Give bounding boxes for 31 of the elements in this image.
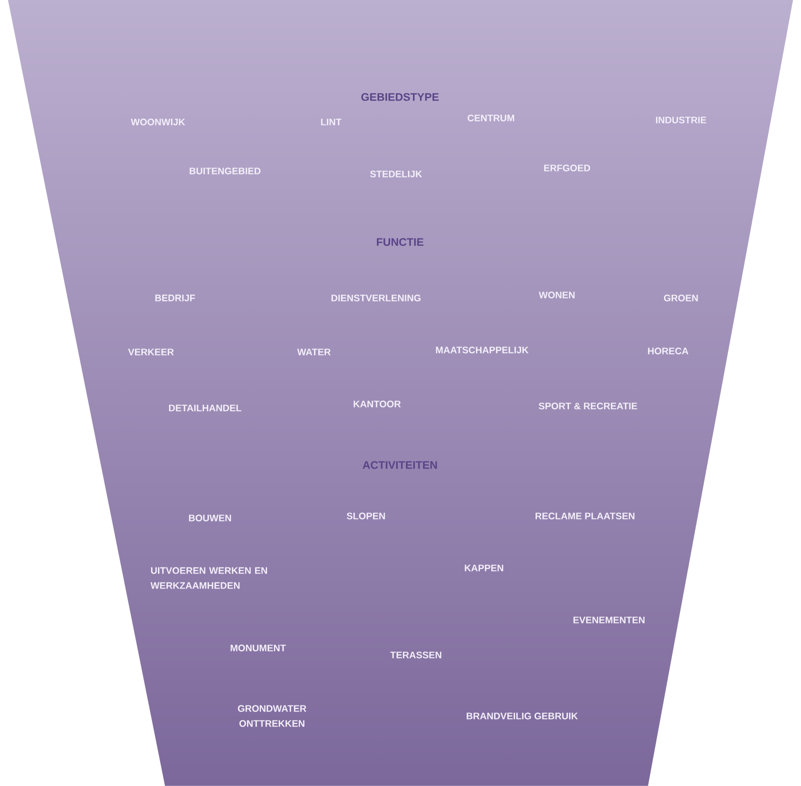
category-label: BOUWEN	[189, 514, 231, 522]
section-heading: GEBIEDSTYPE	[361, 93, 439, 101]
category-label: BUITENGEBIED	[190, 168, 260, 174]
section-heading: FUNCTIE	[376, 238, 424, 246]
category-label: WATER	[297, 348, 331, 356]
category-label: ERFGOED	[544, 164, 590, 172]
category-label: KANTOOR	[354, 400, 401, 408]
category-label: WONEN	[538, 292, 575, 298]
category-label: KAPPEN	[464, 564, 504, 572]
category-label: DIENSTVERLENING	[332, 294, 421, 302]
category-label: HORECA	[648, 348, 688, 354]
category-label: VERKEER	[128, 348, 174, 356]
category-label: UITVOEREN WERKEN EN WERKZAAMHEDEN	[150, 567, 268, 589]
category-label: SPORT & RECREATIE	[538, 402, 638, 410]
category-label: SLOPEN	[346, 512, 385, 520]
category-label: LINT	[321, 118, 342, 126]
category-label: GRONDWATER ONTTREKKEN	[238, 705, 306, 727]
category-label: BRANDVEILIG GEBRUIK	[466, 712, 578, 720]
category-label: MONUMENT	[230, 644, 286, 652]
category-label: CENTRUM	[468, 114, 514, 122]
category-label: EVENEMENTEN	[574, 616, 645, 624]
category-label: INDUSTRIE	[656, 116, 706, 124]
category-label: RECLAME PLAATSEN	[536, 512, 634, 520]
category-label: DETAILHANDEL	[169, 404, 242, 412]
category-label: TERASSEN	[390, 652, 442, 658]
category-label: WOONWIJK	[130, 118, 186, 126]
category-label: BEDRIJF	[155, 294, 195, 302]
section-heading: ACTIVITEITEN	[362, 461, 437, 469]
category-label: GROEN	[664, 294, 698, 302]
category-label: MAATSCHAPPELIJK	[436, 346, 529, 354]
category-label: STEDELIJK	[370, 170, 422, 178]
